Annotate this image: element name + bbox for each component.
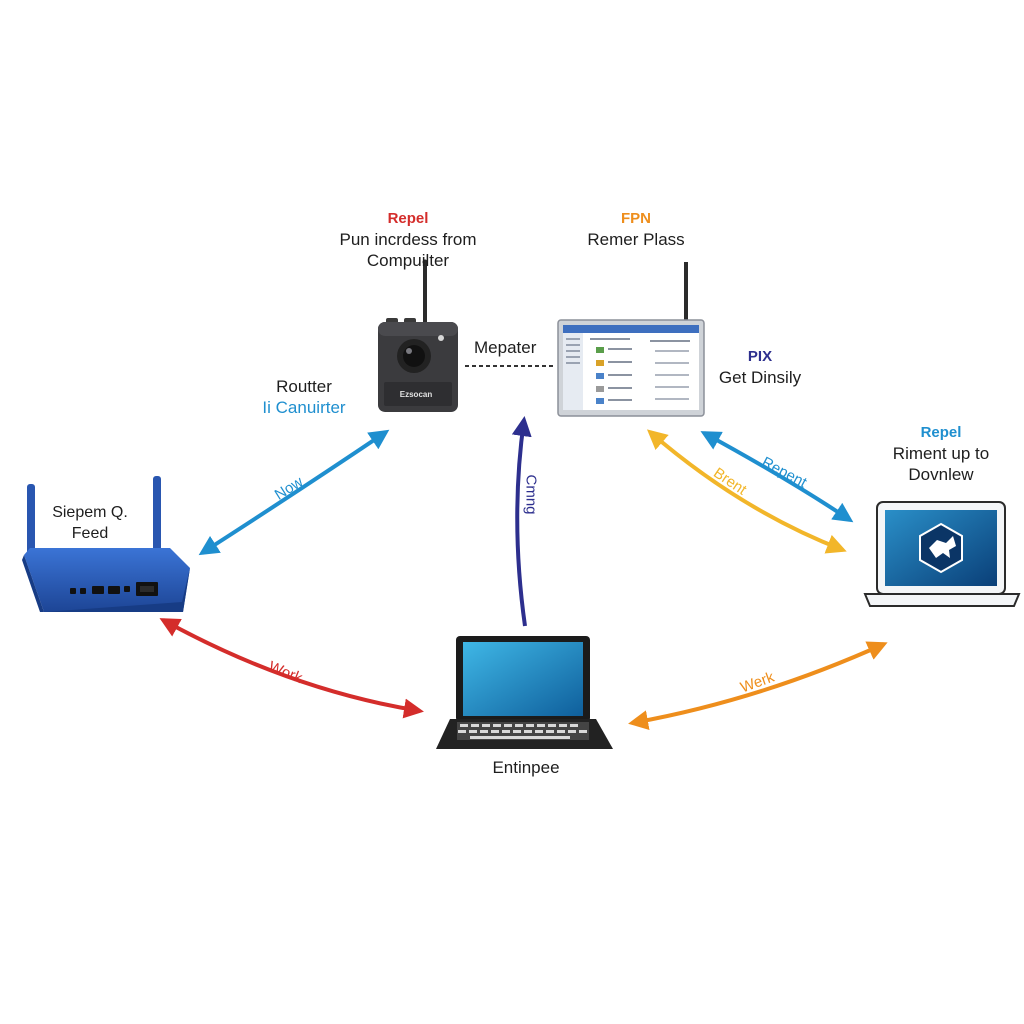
router-side-line2: Ii Canuirter [262,398,346,417]
center-laptop-icon [436,636,613,749]
now-connection-arrow [198,429,390,556]
cmng-connection-arrow [511,416,532,627]
camera-brand-label: Ezsocan [400,390,433,399]
camera-device-icon [378,259,458,412]
pix-line1: Get Dinsily [718,368,802,387]
pix-label: PIX Get Dinsily [700,346,820,388]
right-laptop-icon [863,501,1021,607]
monitor-label: FPN Remer Plass [566,208,706,250]
monitor-line1: Remer Plass [587,230,685,249]
right-laptop-highlight: Repel [920,424,962,441]
right-laptop-line1: Riment up to [892,444,990,463]
monitor-highlight: FPN [621,210,651,227]
router-line1: Siepem Q. [52,504,128,521]
mepater-label: Mepater [474,338,537,357]
center-laptop-line1: Entinpee [492,758,560,777]
camera-highlight: Repel [387,210,429,227]
work-left-connection-arrow [159,618,424,719]
router-side-line1: Routter [276,377,332,396]
work-right-connection-arrow [628,641,888,731]
pix-highlight: PIX [747,348,773,365]
monitor-icon [557,262,705,417]
camera-line1: Pun incrdess from [339,230,477,249]
router-line2: Feed [71,525,109,542]
router-label: Siepem Q. Feed [40,502,140,544]
right-laptop-line2: Dovnlew [908,465,974,484]
center-laptop-label: Entinpee [466,757,586,778]
router-side-label: Routter Ii Canuirter [234,376,374,418]
camera-line2: Compuilter [366,251,450,270]
wifi-router-icon [22,476,190,612]
camera-label: Repel Pun incrdess from Compuilter [318,208,498,271]
cmng-label: Cmng [522,474,540,515]
brent-connection-arrow [646,429,847,554]
right-laptop-label: Repel Riment up to Dovnlew [876,422,1006,485]
